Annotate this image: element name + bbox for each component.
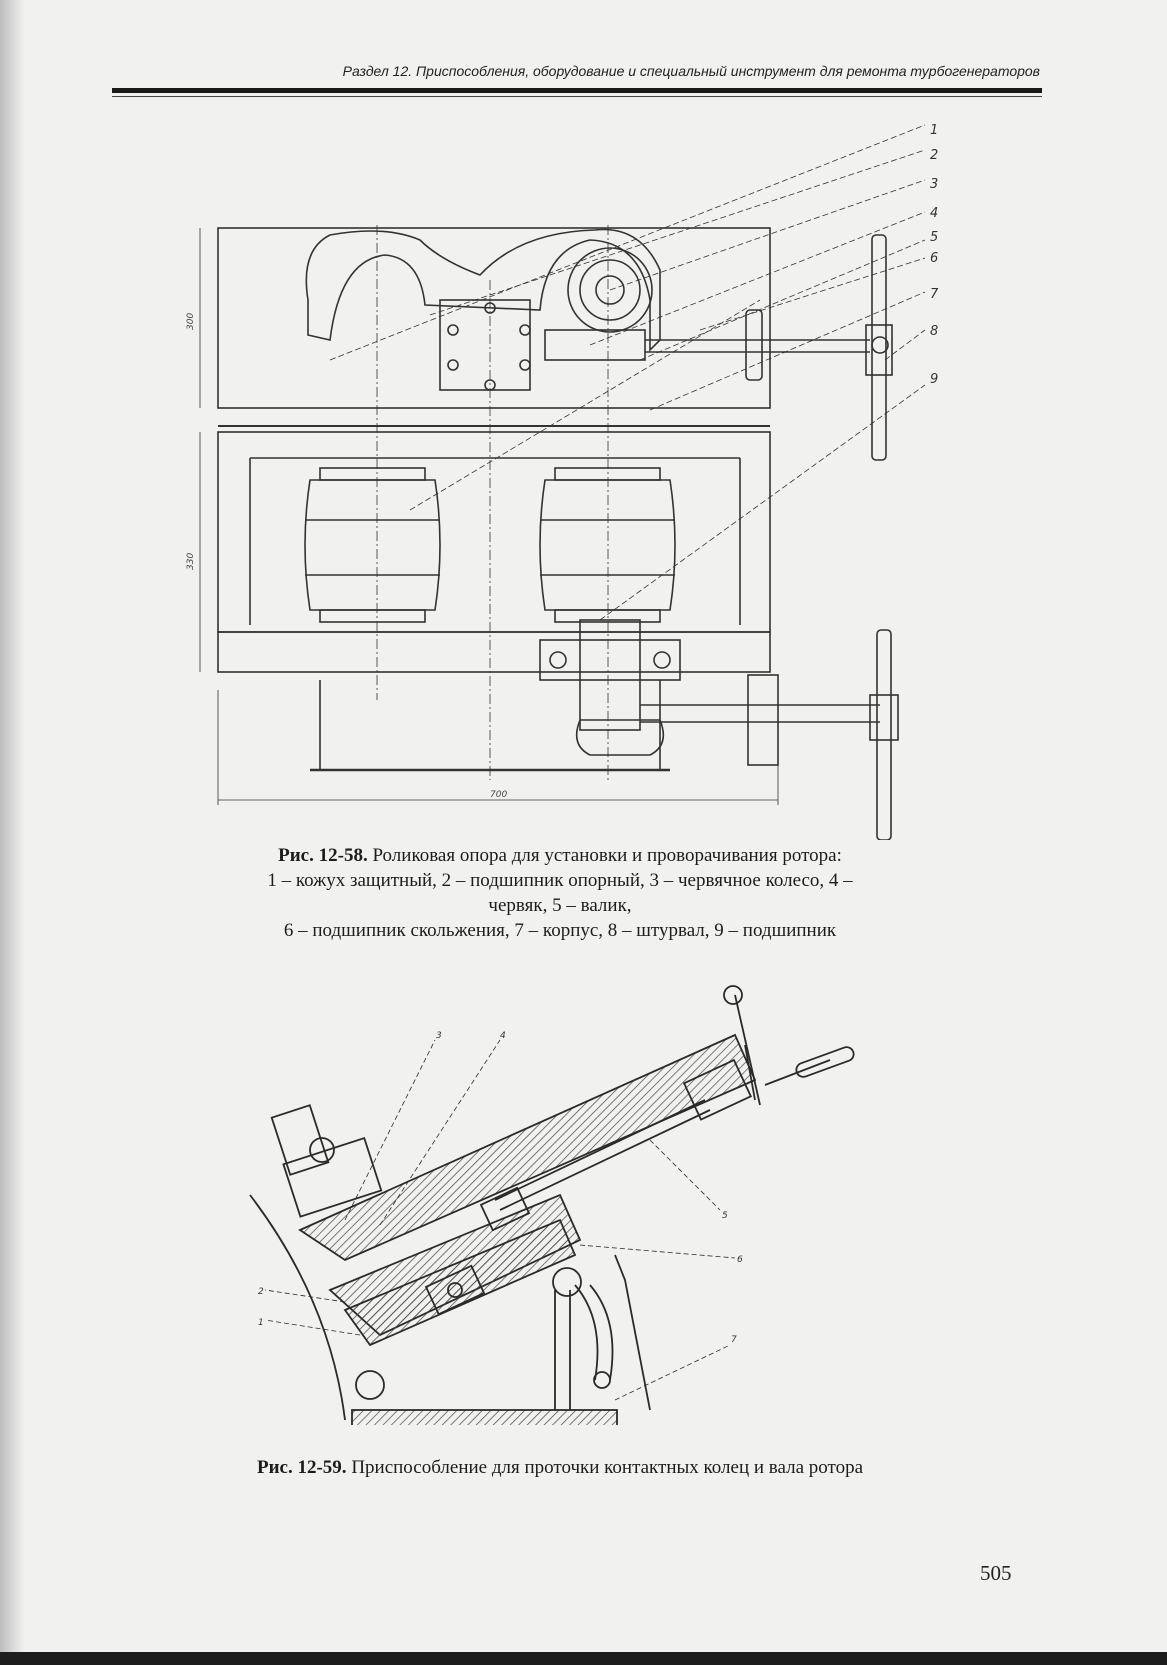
tool-screw (270, 1104, 330, 1176)
base-plate (351, 1409, 618, 1425)
caption-58-line4: 6 – подшипник скольжения, 7 – корпус, 8 … (283, 920, 837, 941)
roller-left (304, 479, 441, 611)
figure-12-59-callouts: 1 2 3 4 5 6 7 (258, 1031, 743, 1345)
bearing-plate (439, 299, 531, 391)
callout-9: 9 (930, 372, 938, 387)
slide-block (424, 1264, 486, 1316)
callout-59-5: 5 (722, 1211, 728, 1221)
support-leg (554, 1290, 571, 1410)
crank-handle (795, 1046, 855, 1078)
callout-59-3: 3 (436, 1031, 442, 1041)
handwheel-bottom (876, 629, 892, 840)
callout-5: 5 (930, 230, 938, 245)
callout-59-1: 1 (258, 1318, 264, 1328)
figure-12-58-drawing: 1 2 3 4 5 6 7 8 9 300 330 700 (186, 123, 939, 840)
worm-wheel (567, 247, 653, 333)
figure-12-58-caption: Рис. 12-58. Роликовая опора для установк… (150, 843, 970, 943)
figure-12-59-drawing: 1 2 3 4 5 6 7 (249, 985, 855, 1425)
callout-1: 1 (930, 123, 938, 138)
callout-59-6: 6 (737, 1255, 743, 1265)
callout-6: 6 (930, 251, 938, 266)
figure-12-59-caption: Рис. 12-59. Приспособление для проточки … (150, 1455, 970, 1480)
caption-58-line3: червяк, 5 – валик, (488, 895, 632, 916)
bearing-housing (539, 639, 681, 681)
callout-3: 3 (930, 177, 938, 192)
side-brace (614, 1254, 651, 1411)
contact-roller (355, 1370, 385, 1400)
callout-59-2: 2 (258, 1287, 264, 1297)
roller-right (539, 479, 676, 611)
protective-cover (305, 228, 661, 352)
caption-58-label: Рис. 12-58. (278, 845, 368, 866)
caption-59-label: Рис. 12-59. (256, 1457, 347, 1478)
callout-8: 8 (930, 324, 938, 339)
dimension-width: 700 (490, 790, 507, 800)
crank-knob-top (723, 985, 743, 1005)
slide-nut (479, 1186, 531, 1232)
callout-7: 7 (930, 287, 939, 302)
handwheel-top (871, 234, 887, 461)
header-rule-thick (112, 88, 1042, 93)
screw-bearing (682, 1058, 753, 1121)
scan-bottom-edge (0, 1652, 1167, 1665)
callout-59-7: 7 (731, 1335, 737, 1345)
dimension-height-top: 300 (186, 313, 196, 330)
lower-worm-wheel (575, 719, 665, 756)
caption-58-title: Роликовая опора для установки и проворач… (372, 845, 842, 866)
small-gear (745, 309, 763, 381)
figure-12-58-callouts: 1 2 3 4 5 6 7 8 9 (930, 123, 939, 387)
header-rule-thin (112, 96, 1042, 97)
running-header: Раздел 12. Приспособления, оборудование … (342, 63, 1040, 79)
callout-4: 4 (930, 206, 938, 221)
lower-view-frame (217, 431, 771, 633)
support-strut (574, 1284, 614, 1381)
rotor-surface (249, 1194, 346, 1421)
dimension-height-bottom: 330 (186, 553, 196, 570)
caption-58-line2: 1 – кожух защитный, 2 – подшипник опорны… (267, 870, 853, 891)
callout-59-4: 4 (500, 1031, 506, 1041)
page-gutter-shadow (0, 0, 24, 1665)
top-view-frame (217, 227, 771, 409)
caption-59-title: Приспособление для проточки контактных к… (351, 1457, 864, 1478)
worm (544, 329, 646, 361)
page-number: 505 (980, 1561, 1012, 1585)
callout-2: 2 (930, 148, 938, 163)
